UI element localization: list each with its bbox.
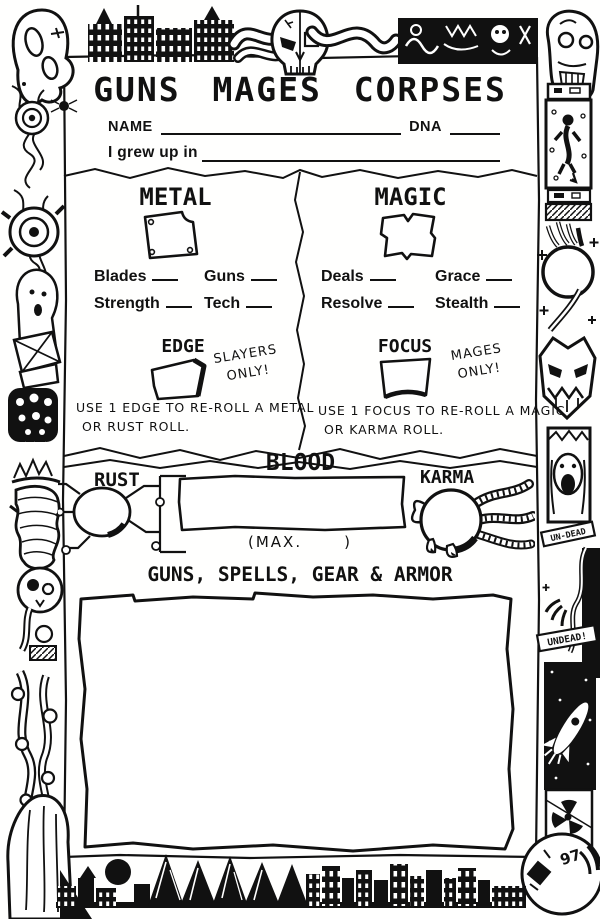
flame-crown-icon xyxy=(11,457,61,484)
helmet-icon: 97 xyxy=(520,832,600,916)
name-row: NAME DNA xyxy=(108,113,500,135)
edge-rule-line1: USE 1 EDGE TO RE-ROLL A METAL xyxy=(76,400,315,415)
helmet-number: 97 xyxy=(558,845,583,869)
stat-blank-guns[interactable] xyxy=(250,266,277,281)
undead-banner: UN-DEAD xyxy=(539,520,597,548)
gear-box[interactable] xyxy=(73,589,521,859)
stat-label-tech: Tech xyxy=(204,295,241,312)
metal-heading: METAL xyxy=(139,183,212,211)
monsters-panel-icon xyxy=(398,18,538,64)
stat-blank-deals[interactable] xyxy=(369,266,396,281)
grub-icon xyxy=(9,485,64,570)
skull-hose-icon xyxy=(16,566,64,661)
origin-row: I grew up in xyxy=(108,138,500,162)
stat-blank-resolve[interactable] xyxy=(388,293,415,308)
corner-skull-icon xyxy=(11,8,78,113)
blood-box[interactable] xyxy=(175,472,409,536)
gear-disc-icon xyxy=(14,100,50,136)
stat-label-strength: Strength xyxy=(94,295,160,312)
gear-heading: GUNS, SPELLS, GEAR & ARMOR xyxy=(147,563,453,586)
stat-label-guns: Guns xyxy=(204,268,245,285)
focus-rule-line1: USE 1 FOCUS TO RE-ROLL A MAGIC xyxy=(318,403,566,418)
stat-blank-strength[interactable] xyxy=(165,293,192,308)
rust-node-icon[interactable] xyxy=(58,462,186,564)
blood-max-open: (MAX. xyxy=(248,533,303,551)
name-input-line[interactable] xyxy=(160,117,402,135)
spotted-mask-icon xyxy=(8,388,58,456)
stat-label-resolve: Resolve xyxy=(321,295,383,312)
small-buildings-icon xyxy=(58,866,150,906)
border-right-art: UN-DEAD UNDEAD! xyxy=(520,82,600,916)
stat-label-deals: Deals xyxy=(321,268,364,285)
stat-label-blades: Blades xyxy=(94,268,147,285)
stat-label-grace: Grace xyxy=(435,268,481,285)
blood-heading: BLOOD xyxy=(265,450,336,476)
magic-parchment-icon[interactable] xyxy=(376,210,440,262)
skeletal-arm-icon xyxy=(542,546,600,678)
border-left-art xyxy=(0,85,92,919)
hand-orb-icon xyxy=(537,221,599,332)
stat-blank-grace[interactable] xyxy=(486,266,513,281)
karma-label: KARMA xyxy=(420,467,475,488)
robot-skull-icon xyxy=(545,9,600,104)
dna-label: DNA xyxy=(409,119,442,135)
border-bottom-art xyxy=(56,854,526,908)
radiation-icon xyxy=(551,799,583,834)
blood-max: (MAX.) xyxy=(248,533,352,551)
demon-mask-icon xyxy=(538,335,597,421)
torn-panel-lines xyxy=(63,166,538,471)
spider-icon xyxy=(50,99,78,113)
edge-heading: EDGE xyxy=(161,336,205,357)
edge-box-icon[interactable] xyxy=(146,356,210,402)
edge-rule-line2: OR RUST ROLL. xyxy=(82,418,191,434)
karma-node-icon[interactable] xyxy=(403,478,535,564)
gear-disc-icon xyxy=(0,204,66,258)
origin-input-line[interactable] xyxy=(201,142,500,162)
metal-stats: Blades Guns Strength Tech xyxy=(94,266,290,313)
stat-blank-stealth[interactable] xyxy=(494,293,521,308)
name-label: NAME xyxy=(108,119,153,135)
blood-max-close: ) xyxy=(344,533,352,551)
city-skyline-icon xyxy=(306,864,526,908)
stat-blank-blades[interactable] xyxy=(152,266,179,281)
origin-label: I grew up in xyxy=(108,144,198,161)
page-title: GUNS MAGES CORPSES xyxy=(93,70,507,109)
edge-rule-text: USE 1 EDGE TO RE-ROLL A METAL OR RUST RO… xyxy=(76,399,315,437)
monolith-icon xyxy=(544,82,593,222)
magic-stats: Deals Grace Resolve Stealth xyxy=(321,266,527,313)
focus-rule-line2: OR KARMA ROLL. xyxy=(324,421,445,437)
screaming-face-icon xyxy=(546,426,592,524)
magic-heading: MAGIC xyxy=(374,183,447,211)
dna-input-line[interactable] xyxy=(450,117,500,135)
focus-rule-text: USE 1 FOCUS TO RE-ROLL A MAGIC OR KARMA … xyxy=(318,402,566,440)
focus-heading: FOCUS xyxy=(377,336,433,357)
undead-banner: UNDEAD! xyxy=(535,623,599,653)
stat-blank-tech[interactable] xyxy=(246,293,273,308)
blood-max-blank[interactable] xyxy=(308,534,344,547)
metal-plate-icon[interactable] xyxy=(138,208,202,262)
moon-icon xyxy=(105,859,131,885)
rust-label: RUST xyxy=(94,469,140,491)
border-top-art xyxy=(11,5,600,113)
crate-icon xyxy=(12,330,62,390)
tube-icon xyxy=(305,25,403,55)
focus-box-icon[interactable] xyxy=(376,355,436,403)
city-skyline-icon xyxy=(88,5,234,62)
rocket-icon xyxy=(541,662,596,790)
stat-label-stealth: Stealth xyxy=(435,295,489,312)
mountains-icon xyxy=(148,854,308,906)
